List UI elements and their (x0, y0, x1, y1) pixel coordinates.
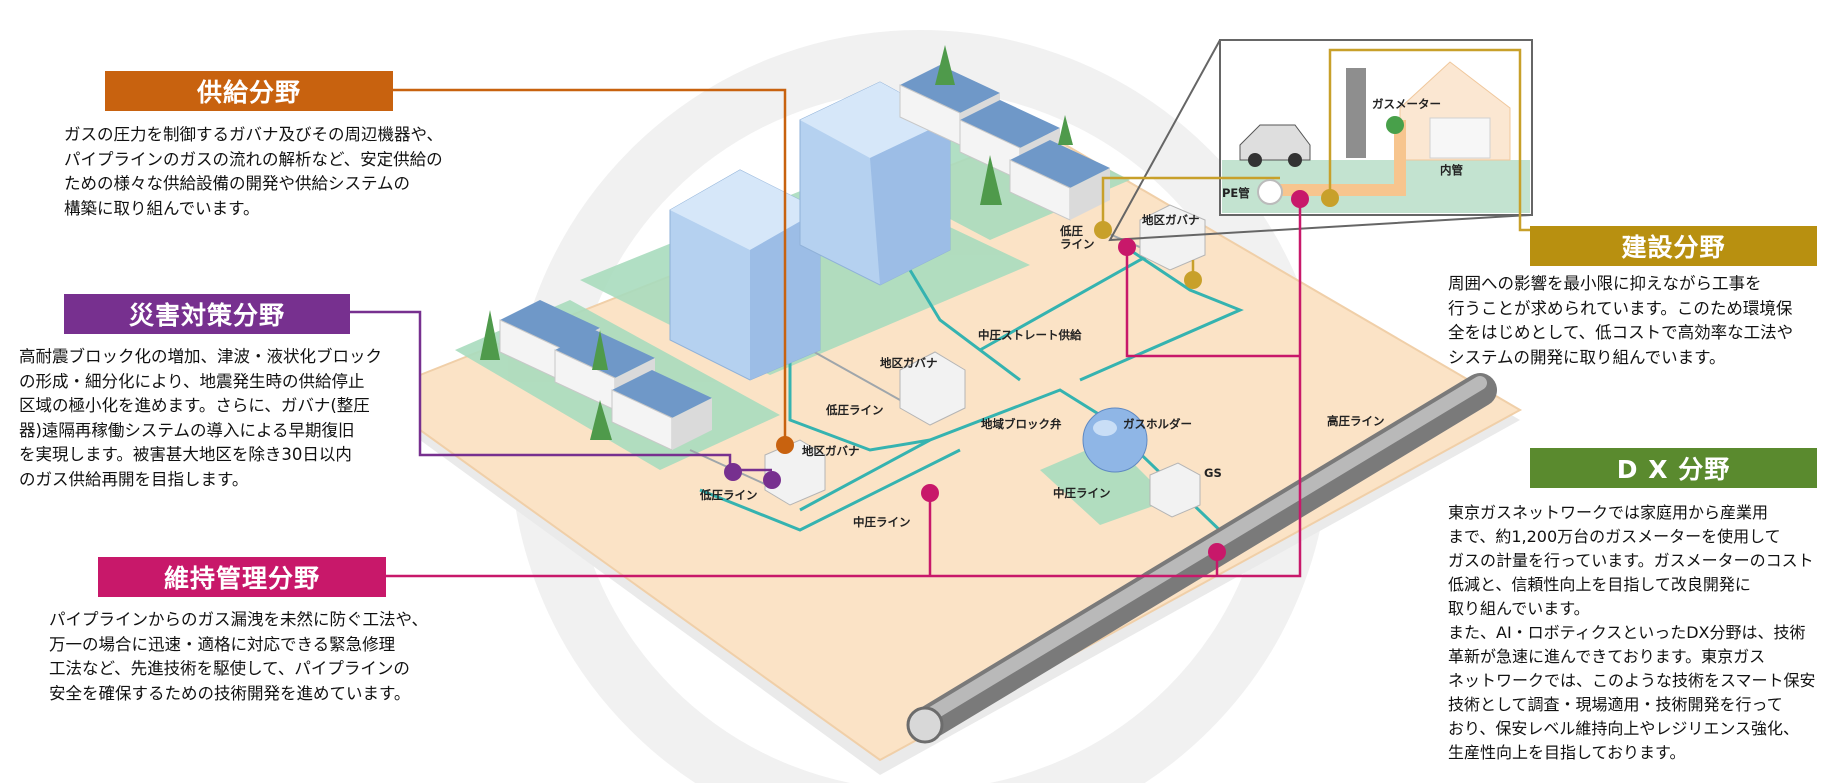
maintenance-section-title: 維持管理分野 (163, 564, 320, 593)
callout-line-supply (393, 88, 787, 445)
maintenance-section-text: パイプラインからのガス漏洩を未然に防ぐ工法や、 万一の場合に迅速・適格に対応でき… (49, 610, 429, 703)
disaster-section-title: 災害対策分野 (128, 301, 285, 330)
inset-label-pe-pipe: PE管 (1222, 186, 1250, 200)
map-label-medium-pressure-line-2: 中圧ライン (1053, 486, 1111, 500)
disaster-section-header: 災害対策分野 (64, 294, 350, 334)
disaster-section-text: 高耐震ブロック化の増加、津波・液状化ブロック の形成・細分化により、地震発生時の… (19, 347, 382, 489)
governor-boxes (764, 204, 1206, 518)
map-label-district-governor-3: 地区ガバナ (1142, 213, 1200, 227)
map-label-gas-holder: ガスホルダー (1123, 417, 1192, 431)
construction-section-text: 周囲への影響を最小限に抑えながら工事を 行うことが求められています。このため環境… (1448, 274, 1794, 367)
supply-section-text: ガスの圧力を制御するガバナ及びその周辺機器や、 パイプラインのガスの流れの解析な… (64, 125, 444, 218)
map-label-low-pressure-line-1: 低圧ライン (700, 488, 758, 502)
map-label-low-pressure-line-3: 低圧 ライン (1060, 224, 1095, 251)
map-label-district-governor-1: 地区ガバナ (802, 444, 860, 458)
map-label-medium-pressure-straight: 中圧ストレート供給 (978, 328, 1082, 342)
house-cluster-right (899, 45, 1110, 221)
map-label-district-governor-2: 地区ガバナ (880, 356, 938, 370)
maintenance-section-header: 維持管理分野 (98, 557, 386, 597)
map-label-high-pressure-line: 高圧ライン (1327, 414, 1385, 428)
gas-holder (1082, 407, 1148, 473)
inset-label-inner-pipe: 内管 (1440, 163, 1463, 177)
map-label-gs: GS (1204, 466, 1222, 480)
map-label-low-pressure-line-2: 低圧ライン (826, 403, 884, 417)
map-label-medium-pressure-line-1: 中圧ライン (853, 515, 911, 529)
construction-section-header: 建設分野 (1530, 226, 1817, 266)
construction-section-title: 建設分野 (1621, 233, 1726, 262)
dx-section-title: D X 分野 (1616, 455, 1731, 484)
dx-section-text: 東京ガスネットワークでは家庭用から産業用 まで、約1,200万台のガスメーターを… (1448, 503, 1816, 762)
inset-label-gas-meter: ガスメーター (1372, 97, 1441, 111)
supply-section-title: 供給分野 (196, 78, 301, 107)
dx-section-header: D X 分野 (1530, 448, 1817, 488)
house-cluster-left (480, 300, 712, 451)
supply-section-header: 供給分野 (105, 71, 393, 111)
markers (724, 116, 1404, 561)
map-label-district-block-valve: 地域ブロック弁 (981, 417, 1062, 431)
high-pressure-pipeline (906, 373, 1497, 744)
